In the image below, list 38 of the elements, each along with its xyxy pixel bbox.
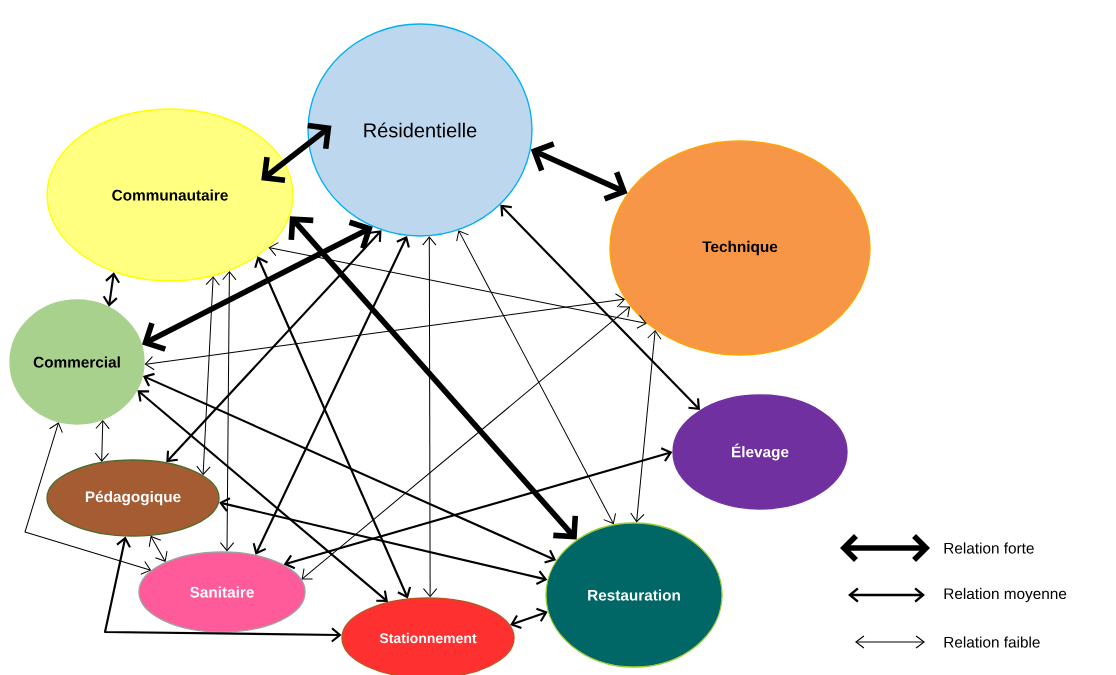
arrow bbox=[422, 236, 438, 598]
ellipse-node: Élevage bbox=[672, 394, 848, 510]
arrow bbox=[219, 497, 548, 585]
arrow bbox=[24, 422, 151, 575]
arrow bbox=[530, 141, 628, 202]
ellipse-node: Technique bbox=[609, 140, 871, 356]
arrow bbox=[283, 447, 673, 570]
arrow bbox=[142, 372, 557, 564]
arrow bbox=[268, 242, 647, 329]
arrow bbox=[500, 204, 700, 410]
ellipse-node: Sanitaire bbox=[138, 551, 306, 633]
arrow bbox=[102, 272, 120, 307]
arrow bbox=[510, 607, 548, 630]
arrow bbox=[144, 293, 625, 371]
arrow bbox=[630, 330, 662, 523]
arrow bbox=[288, 216, 579, 540]
arrow bbox=[148, 536, 168, 562]
arrow bbox=[219, 271, 237, 552]
ellipse-node: Communautaire bbox=[46, 108, 294, 282]
ellipse-node: Stationnement bbox=[341, 597, 515, 675]
arrow bbox=[456, 230, 617, 525]
ellipse-node: Commercial bbox=[9, 299, 145, 425]
arrow bbox=[142, 219, 373, 352]
ellipse-node: Résidentielle bbox=[307, 23, 533, 237]
legend-label: Relation faible bbox=[944, 636, 1040, 648]
legend-label: Relation forte bbox=[944, 542, 1034, 554]
arrow bbox=[196, 276, 220, 475]
ellipse-node: Restauration bbox=[545, 522, 723, 668]
arrow bbox=[301, 306, 631, 580]
arrow bbox=[166, 230, 382, 463]
arrow bbox=[137, 390, 388, 602]
arrow bbox=[94, 420, 110, 462]
arrow bbox=[103, 536, 342, 643]
arrow bbox=[252, 235, 410, 555]
legend-label: Relation moyenne bbox=[944, 587, 1067, 603]
arrow bbox=[261, 122, 332, 184]
arrow bbox=[254, 256, 412, 599]
ellipse-node: Pédagogique bbox=[46, 459, 220, 537]
